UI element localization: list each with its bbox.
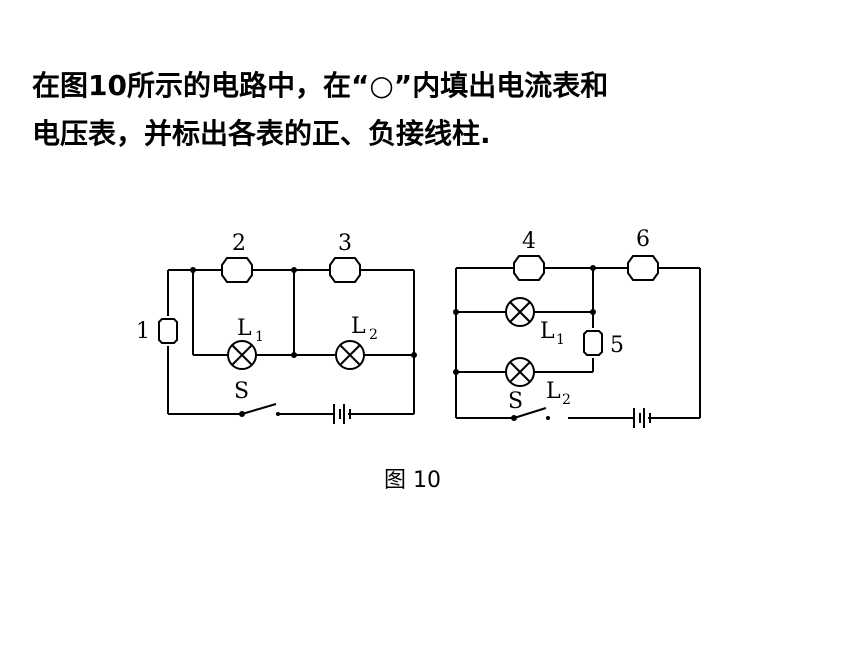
right-meter-6-label: 6 — [636, 227, 650, 252]
left-meter-3-label: 3 — [338, 231, 352, 256]
left-lamp-1-sub: 1 — [255, 329, 264, 345]
left-battery — [333, 404, 351, 424]
left-meter-1-label: 1 — [136, 319, 150, 344]
right-switch: S — [508, 389, 550, 421]
left-node — [190, 267, 196, 273]
right-wires — [455, 267, 701, 419]
question-line-1: 在图10所示的电路中，在“○”内填出电流表和 — [32, 69, 609, 102]
left-meter-2[interactable]: 2 — [221, 231, 253, 283]
right-lamp-2-sub: 2 — [562, 392, 571, 408]
right-node — [453, 369, 459, 375]
left-lamp-1: L 1 — [227, 316, 264, 370]
right-lamp-1: L 1 — [505, 297, 565, 348]
left-node — [291, 267, 297, 273]
right-meter-5[interactable]: 5 — [583, 330, 624, 358]
left-meter-3[interactable]: 3 — [329, 231, 361, 283]
right-node — [590, 265, 596, 271]
left-switch-label: S — [234, 379, 249, 404]
left-circuit: S 1 2 3 — [136, 231, 417, 424]
right-lamp-2-letter: L — [546, 379, 561, 404]
left-lamp-1-letter: L — [237, 316, 252, 341]
right-meter-4-label: 4 — [522, 229, 536, 254]
left-node — [411, 352, 417, 358]
left-lamp-2: L 2 — [335, 314, 378, 370]
right-meter-6[interactable]: 6 — [627, 227, 659, 281]
left-switch: S — [234, 379, 280, 417]
left-node — [291, 352, 297, 358]
figure-caption: 图 10 — [384, 468, 441, 493]
right-lamp-1-letter: L — [540, 319, 555, 344]
right-switch-label: S — [508, 389, 523, 414]
right-lamp-1-sub: 1 — [556, 332, 565, 348]
left-meter-2-label: 2 — [232, 231, 246, 256]
right-meter-5-label: 5 — [610, 333, 624, 358]
left-lamp-2-letter: L — [351, 314, 366, 339]
right-battery — [633, 408, 651, 428]
question-line-2: 电压表，并标出各表的正、负接线柱. — [32, 117, 491, 150]
question-text: 在图10所示的电路中，在“○”内填出电流表和 电压表，并标出各表的正、负接线柱. — [32, 62, 842, 158]
right-node — [590, 309, 596, 315]
left-meter-1[interactable]: 1 — [136, 318, 178, 344]
right-circuit: S 4 5 6 — [453, 227, 701, 428]
right-meter-4[interactable]: 4 — [513, 229, 545, 281]
right-node — [453, 309, 459, 315]
right-lamp-2: L 2 — [505, 357, 571, 408]
left-lamp-2-sub: 2 — [369, 327, 378, 343]
